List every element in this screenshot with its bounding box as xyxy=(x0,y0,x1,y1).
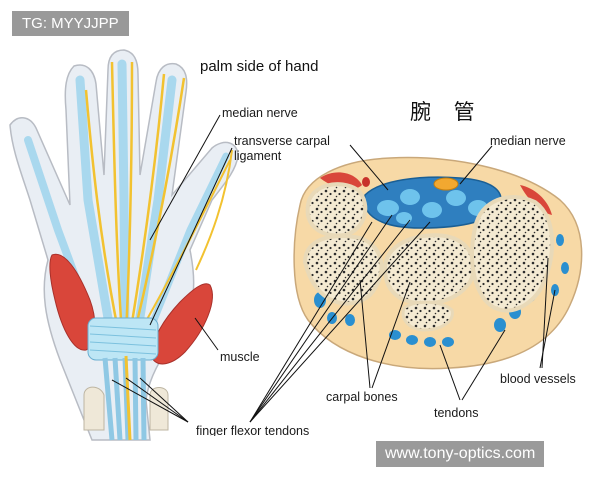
nerve-branch-3 xyxy=(124,61,134,336)
leader-lines xyxy=(111,114,556,423)
wrist-tendon-bundle xyxy=(102,357,147,441)
watermark-bottom-right: www.tony-optics.com xyxy=(376,441,545,467)
hand-title: palm side of hand xyxy=(200,58,319,75)
nerve-branch-4 xyxy=(128,73,166,336)
watermark-top-left: TG: MYYJJPP xyxy=(12,11,129,36)
tunnel-tendons xyxy=(377,189,488,224)
nerve-branch-7 xyxy=(195,149,233,271)
muscle-thenar xyxy=(49,253,96,351)
label-carpal-bones: carpal bones xyxy=(326,390,398,404)
carpal-tunnel-cross-section xyxy=(293,156,583,370)
nerve-branch-1 xyxy=(84,89,120,331)
nerve-branch-5 xyxy=(132,77,186,336)
label-median-nerve-hand: median nerve xyxy=(222,106,298,120)
label-median-nerve-section: median nerve xyxy=(490,134,566,148)
blood-vessel-2 xyxy=(362,177,370,187)
carpal-bone-4 xyxy=(470,195,555,313)
label-blood-vessels: blood vessels xyxy=(500,372,576,386)
label-transverse-carpal: transverse carpal xyxy=(234,134,330,148)
label-muscle: muscle xyxy=(220,350,260,364)
tendon-middle xyxy=(117,59,130,335)
carpal-bone-5 xyxy=(401,300,454,332)
muscle-hypothenar-section xyxy=(520,185,552,215)
wrist-bones xyxy=(83,386,169,431)
carpal-bone-1 xyxy=(305,182,368,238)
nerve-branch-2 xyxy=(110,61,124,336)
tendon-index xyxy=(75,75,115,335)
ligament-fibers xyxy=(89,325,157,355)
median-nerve-section xyxy=(433,177,459,191)
label-tendons: tendons xyxy=(434,406,479,420)
label-finger-flexor-tendons: finger flexor tendons xyxy=(196,424,310,436)
carpal-tunnel-title: 腕 管 xyxy=(410,100,483,124)
label-ligament: ligament xyxy=(234,149,282,163)
wrist-nerve xyxy=(124,355,132,441)
carpal-bone-3 xyxy=(382,233,476,306)
hand-illustration xyxy=(9,49,239,441)
